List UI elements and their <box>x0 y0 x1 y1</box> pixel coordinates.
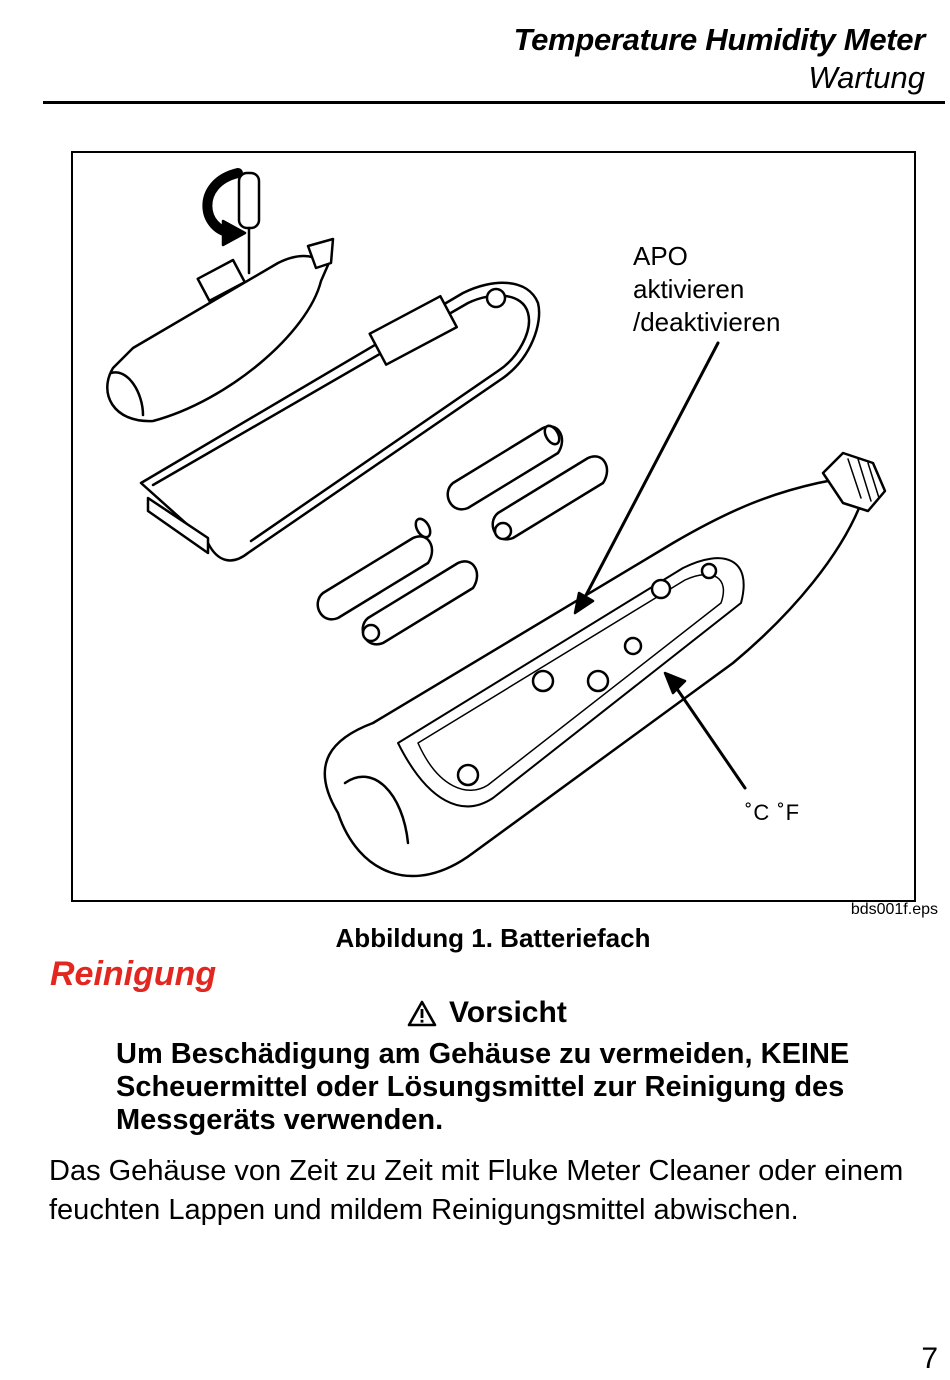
callout-apo-line3: /deaktivieren <box>633 307 781 337</box>
figure-caption: Abbildung 1. Batteriefach <box>335 923 651 953</box>
battery-icon <box>361 560 479 646</box>
figure-file-reference: bds001f.eps <box>850 901 938 918</box>
page-number: 7 <box>921 1342 938 1375</box>
header-divider <box>43 101 945 104</box>
callout-unit-leader <box>671 681 747 790</box>
cleaning-instructions: Das Gehäuse von Zeit zu Zeit mit Fluke M… <box>49 1155 904 1226</box>
callout-apo-toggle: APO aktivieren /deaktivieren <box>633 240 780 339</box>
callout-apo-line2: aktivieren <box>633 274 745 304</box>
section-heading: Reinigung <box>50 955 217 993</box>
warning-triangle-icon <box>407 1000 437 1026</box>
caution-title-text: Vorsicht <box>449 996 567 1029</box>
battery-icon <box>491 455 609 541</box>
header-title: Temperature Humidity Meter <box>513 22 926 57</box>
battery-icon <box>316 517 434 621</box>
caution-text: Um Beschädigung am Gehäuse zu vermeiden,… <box>116 1038 850 1136</box>
meter-illustration <box>106 168 887 878</box>
battery-icon <box>446 424 564 511</box>
header-subtitle: Wartung <box>808 60 925 95</box>
callout-unit-toggle: ˚C ˚F <box>745 800 801 825</box>
figure-battery-compartment: APO aktivieren /deaktivieren ˚C ˚F <box>71 151 916 902</box>
caution-title: Vorsicht <box>407 996 567 1030</box>
callout-apo-leader <box>581 341 720 603</box>
callout-apo-line1: APO <box>633 241 688 271</box>
